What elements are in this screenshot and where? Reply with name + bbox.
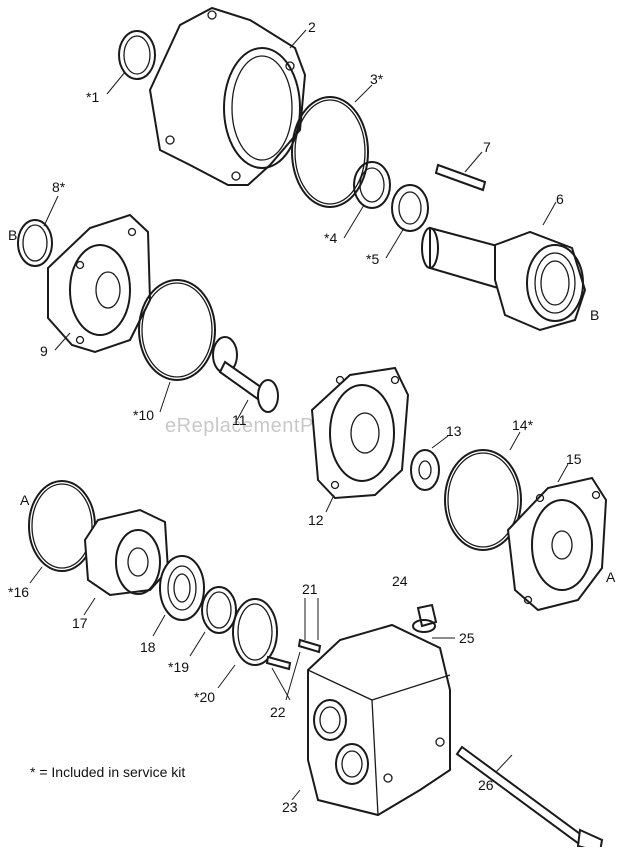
label-part-17: 17 (72, 615, 88, 631)
ref-label-b-left: B (8, 227, 17, 243)
label-part-16: *16 (8, 584, 29, 600)
label-part-15: 15 (566, 451, 582, 467)
label-part-10: *10 (133, 407, 154, 423)
label-part-1: *1 (86, 89, 99, 105)
label-part-7: 7 (483, 139, 491, 155)
label-part-20: *20 (194, 689, 215, 705)
label-part-14: 14* (512, 417, 534, 433)
part-3-o-ring (291, 96, 369, 208)
service-kit-note: * = Included in service kit (30, 764, 185, 780)
label-part-4: *4 (324, 230, 337, 246)
part-13-gear (410, 449, 440, 491)
part-1-seal (118, 30, 156, 80)
part-labels: *1 2 3* *4 *5 6 7 8* 9 *10 11 12 13 14* … (8, 19, 616, 815)
ref-label-a-right: A (606, 569, 616, 585)
part-2-housing (148, 6, 307, 186)
label-part-21: 21 (302, 581, 318, 597)
part-11-gear-shaft (212, 336, 279, 413)
part-10-o-ring (138, 279, 216, 381)
leader-lines (29, 29, 569, 801)
label-part-18: 18 (140, 639, 156, 655)
part-4-seal (353, 161, 391, 209)
label-part-23: 23 (282, 799, 298, 815)
part-15-end-plate (506, 476, 608, 612)
label-part-13: 13 (446, 423, 462, 439)
part-21-22-pins (265, 638, 322, 671)
part-8-seal (17, 219, 53, 267)
part-12-gerotor-plate (310, 366, 410, 500)
part-20-seal (232, 598, 278, 666)
part-18-bearing (159, 555, 205, 621)
label-part-25: 25 (459, 630, 475, 646)
part-25-seal (412, 619, 436, 633)
label-part-19: *19 (168, 659, 189, 675)
label-part-3: 3* (370, 71, 384, 87)
label-part-8: 8* (52, 179, 66, 195)
label-part-12: 12 (308, 512, 324, 528)
label-part-22: 22 (270, 704, 286, 720)
part-14-o-ring (444, 449, 522, 551)
ref-label-b-right: B (590, 307, 599, 323)
part-9-plate (47, 213, 152, 354)
part-26-bolt (455, 745, 604, 852)
label-part-11: 11 (232, 412, 247, 428)
part-6-shaft (421, 226, 587, 332)
label-part-9: 9 (40, 343, 48, 359)
part-19-seal (201, 586, 237, 634)
ref-label-a-left: A (20, 492, 30, 508)
part-17-body (83, 508, 170, 597)
part-16-o-ring (28, 480, 96, 572)
part-23-port-body (307, 623, 451, 817)
label-part-26: 26 (478, 777, 494, 793)
label-part-5: *5 (366, 251, 379, 267)
label-part-6: 6 (556, 191, 564, 207)
part-5-washer (391, 184, 429, 232)
part-7-key (434, 163, 487, 192)
label-part-24: 24 (392, 573, 408, 589)
label-part-2: 2 (308, 19, 316, 35)
